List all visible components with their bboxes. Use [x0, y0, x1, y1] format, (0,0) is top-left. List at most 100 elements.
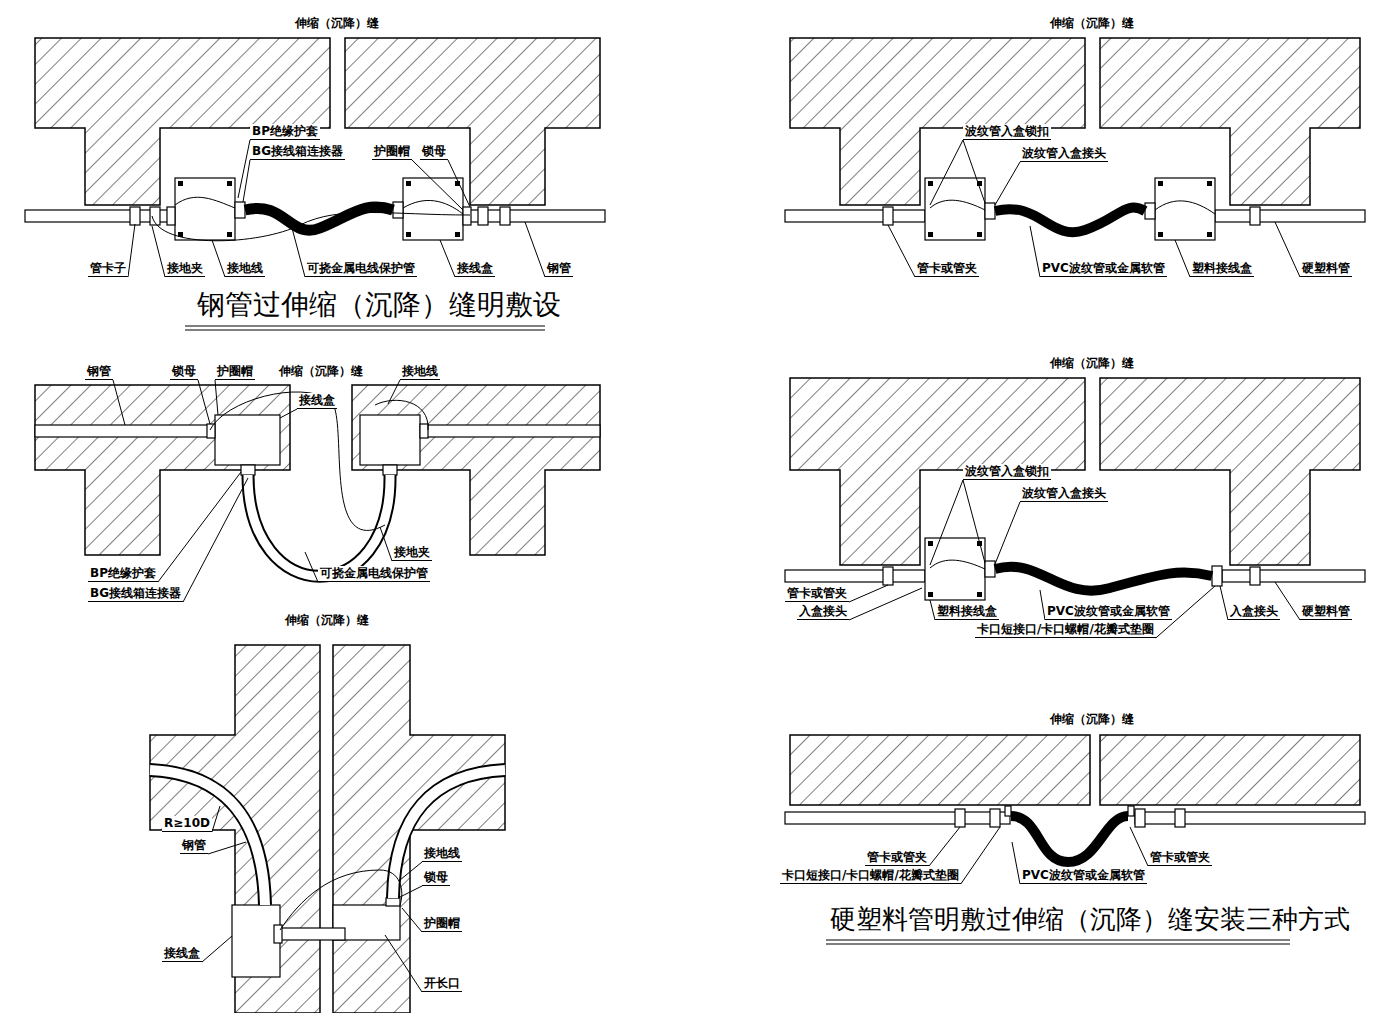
part-label: 管卡或管夹	[865, 850, 929, 866]
leader-line	[1130, 827, 1148, 866]
drawing-part	[150, 770, 265, 905]
leader-line	[202, 936, 232, 962]
part-label: 波纹管入盒接头	[1020, 146, 1108, 162]
title-underlines	[185, 326, 1290, 944]
drawing-part	[1222, 570, 1365, 582]
part-label: 接线盒	[297, 393, 337, 409]
leader-line	[930, 140, 963, 205]
drawing-part	[241, 465, 255, 475]
leader-line	[1175, 240, 1190, 277]
drawing-part	[35, 425, 215, 437]
part-label: 接地夹	[165, 261, 205, 277]
leader-line	[243, 160, 250, 202]
drawing-part	[375, 400, 428, 430]
leader-line	[995, 162, 1020, 205]
drawing-part	[280, 870, 402, 930]
drawing-part	[1145, 203, 1155, 219]
drawing-part	[990, 809, 1000, 827]
drawing-part	[235, 202, 245, 218]
drawing-part	[1100, 378, 1360, 565]
part-label: 入盒接头	[1228, 604, 1280, 620]
drawing-part	[207, 424, 215, 438]
drawing-part	[1135, 812, 1365, 824]
drawing-part	[406, 181, 411, 186]
drawing-part	[928, 592, 933, 597]
drawing-part	[1005, 806, 1011, 816]
leader-line	[440, 240, 455, 277]
drawing-part	[463, 207, 471, 225]
part-label: BP绝缘护套	[88, 566, 158, 582]
part-label: 波纹管入盒接头	[1020, 486, 1108, 502]
leader-line	[215, 380, 218, 415]
drawing-part	[393, 770, 505, 898]
leader-line	[113, 380, 125, 425]
drawing-part	[232, 905, 280, 977]
drawing-part	[130, 207, 140, 225]
part-label: 锁母	[420, 144, 448, 160]
concrete-structure	[35, 38, 1360, 1013]
drawing-part	[977, 232, 982, 237]
part-label: 管卡或管夹	[915, 261, 979, 277]
leader-line	[305, 552, 318, 582]
drawing-part	[150, 645, 320, 1013]
part-label: BG接线箱连接器	[88, 586, 183, 602]
part-label: 卡口短接口/卡口螺帽/花瓣式垫圈	[975, 622, 1156, 638]
drawing-part	[248, 475, 390, 576]
leader-line	[212, 240, 225, 277]
drawing-part	[925, 538, 985, 600]
drawing-part	[420, 425, 600, 437]
drawing-part	[826, 939, 1290, 940]
drawing-part	[883, 207, 893, 225]
leader-line	[208, 842, 246, 854]
joint-label: 伸缩（沉降）缝	[1048, 16, 1136, 31]
part-label: PVC波纹管或金属软管	[1020, 868, 1147, 884]
leader-line	[1012, 842, 1020, 884]
drawing-part	[1100, 735, 1360, 805]
leader-line	[198, 380, 210, 424]
drawing-part	[785, 812, 1010, 824]
drawing-part	[955, 809, 965, 827]
drawing-part	[1207, 181, 1212, 186]
part-label: BP绝缘护套	[250, 124, 320, 140]
leader-line	[995, 502, 1020, 564]
drawing-part	[930, 200, 985, 210]
drawing-part	[985, 203, 995, 219]
drawing-part	[455, 232, 460, 237]
drawing-part	[185, 329, 545, 330]
part-label: 波纹管入盒锁扣	[963, 124, 1051, 140]
drawing-part	[215, 415, 280, 465]
part-label: 管卡或管夹	[785, 586, 849, 602]
drawing-part	[928, 232, 933, 237]
leader-line	[398, 886, 422, 898]
drawing-part	[280, 928, 345, 940]
drawing-part	[248, 475, 390, 576]
drawing-part	[790, 735, 1090, 805]
drawing-part	[1128, 806, 1134, 816]
part-label: BG接线箱连接器	[250, 144, 345, 160]
leader-line	[400, 862, 422, 880]
leader-line	[963, 140, 985, 203]
drawing-part	[352, 385, 600, 555]
drawing-part	[152, 213, 470, 241]
part-label: 护圈帽	[215, 364, 255, 380]
drawing-part	[150, 770, 265, 905]
leader-line	[1220, 586, 1228, 620]
drawing-part	[210, 392, 385, 530]
part-label: 接地线	[225, 261, 265, 277]
drawing-part	[1011, 816, 1128, 862]
drawing-part	[227, 232, 232, 237]
leader-line	[292, 228, 305, 277]
part-label: 护圈帽	[422, 916, 462, 932]
drawing-part	[245, 207, 393, 230]
leader-line	[930, 480, 963, 565]
part-label: 波纹管入盒锁扣	[963, 464, 1051, 480]
part-label: R≥10D	[162, 816, 212, 832]
part-label: 卡口短接口/卡口螺帽/花瓣式垫圈	[780, 868, 961, 884]
drawing-part	[167, 207, 175, 225]
joint-label: 伸缩（沉降）缝	[293, 16, 381, 31]
drawing-part	[175, 197, 235, 208]
drawing-part	[1175, 809, 1185, 827]
drawing-part	[1155, 201, 1215, 214]
leader-line	[280, 409, 297, 418]
drawing-part	[403, 200, 463, 214]
